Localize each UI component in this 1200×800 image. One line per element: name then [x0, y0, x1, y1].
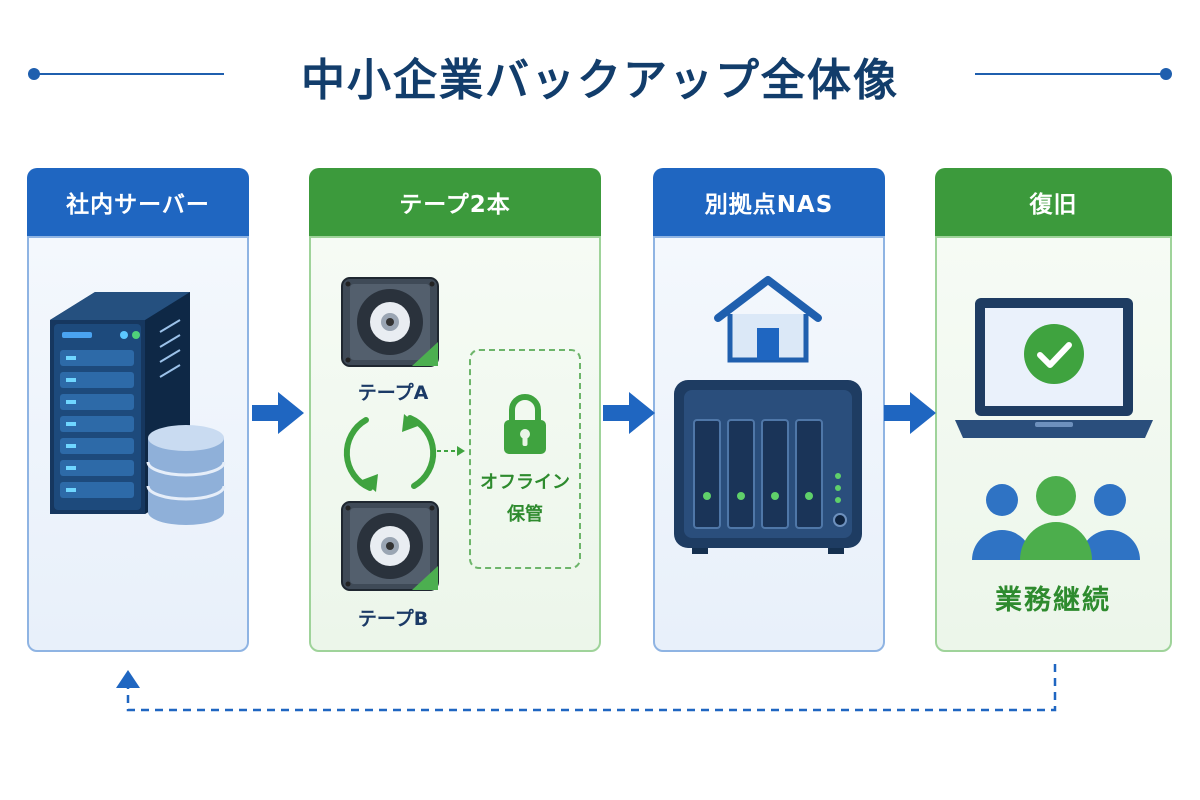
people-icon [972, 476, 1140, 560]
offline-label-line2: 保管 [507, 504, 543, 525]
check-icon [1024, 324, 1084, 384]
page-title: 中小企業バックアップ全体像 [301, 55, 899, 106]
title-dot-right [1160, 68, 1172, 80]
flow-arrow-1 [252, 392, 304, 434]
tape-a-label: テープA [357, 382, 429, 404]
padlock-icon [504, 394, 546, 454]
house-icon [714, 276, 822, 363]
offline-storage-box [469, 349, 581, 569]
tape-cartridge-icon [341, 501, 439, 591]
tape-cartridge-icon [341, 277, 439, 367]
title-line-right [975, 73, 1165, 75]
title-bar: 中小企業バックアップ全体像 [0, 38, 1200, 108]
flow-arrow-2 [603, 392, 655, 434]
dashed-arrow-icon [437, 446, 465, 456]
panel-header-server: 社内サーバー [27, 168, 249, 236]
continuity-label: 業務継続 [995, 585, 1111, 616]
panel-header-nas: 別拠点NAS [653, 168, 885, 236]
panel-header-tapes: テープ2本 [309, 168, 601, 236]
nas-device-icon [674, 380, 862, 554]
rotation-arrows-icon [343, 414, 437, 492]
offline-label-line1: オフライン [480, 472, 570, 493]
flow-arrow-3 [884, 392, 936, 434]
title-line-left [34, 73, 224, 75]
laptop-icon [955, 298, 1153, 438]
tape-b-label: テープB [357, 608, 429, 630]
server-tower-icon [50, 292, 190, 514]
database-icon [146, 425, 226, 525]
panel-nas: 別拠点NAS [653, 168, 885, 652]
panel-header-recovery: 復旧 [935, 168, 1172, 236]
